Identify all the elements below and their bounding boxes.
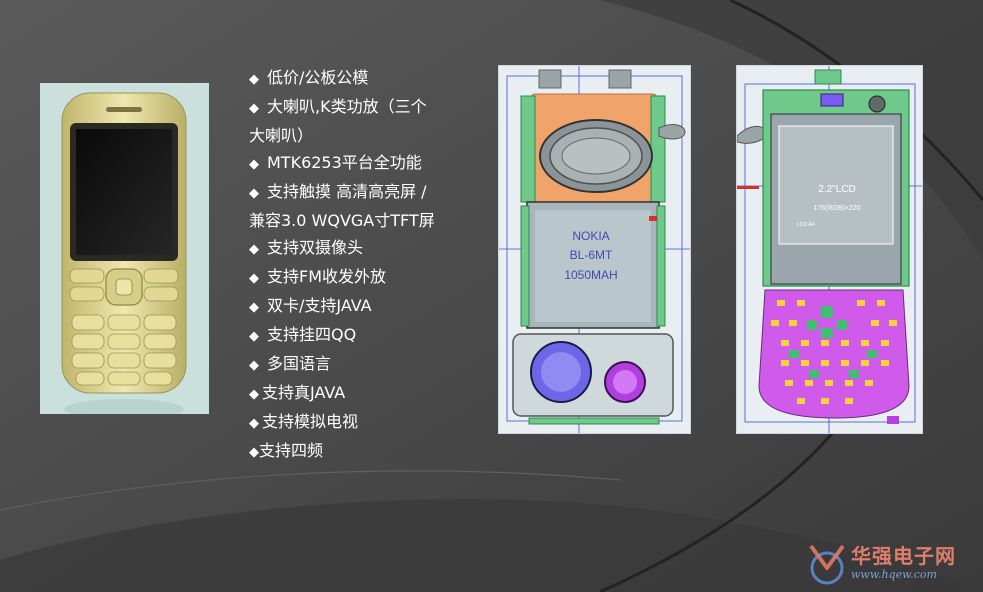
diamond-bullet-icon: ◆ <box>249 101 259 116</box>
feature-item: ◆支持真JAVA <box>249 379 481 408</box>
feature-text: 支持挂四QQ <box>267 325 357 344</box>
feature-text: 兼容3.0 WQVGA寸TFT屏 <box>249 211 435 230</box>
feature-item: ◆支持模拟电视 <box>249 408 481 437</box>
pcb-front-view: NOKIA BL-6MT 1050MAH <box>498 65 691 434</box>
feature-item: ◆ 多国语言 <box>249 350 481 379</box>
watermark-url: www.hqew.com <box>851 568 937 581</box>
diamond-bullet-icon: ◆ <box>249 300 259 315</box>
phone-photo <box>40 83 209 414</box>
feature-item: ◆ 支持双摄像头 <box>249 234 481 263</box>
diamond-bullet-icon: ◆ <box>249 358 259 373</box>
lcd-label-1: 2.2"LCD <box>818 184 855 195</box>
battery-label-1: NOKIA <box>572 229 609 243</box>
diamond-bullet-icon: ◆ <box>249 72 259 87</box>
feature-item: ◆ MTK6253平台全功能 <box>249 149 481 178</box>
pcb-back-view: 2.2"LCD 176(RGB)×220 LCD AA <box>736 65 923 434</box>
watermark-icon <box>809 544 845 585</box>
diamond-bullet-icon: ◆ <box>249 186 259 201</box>
feature-item: ◆ 大喇叭,K类功放（三个大喇叭） <box>249 93 481 149</box>
feature-text: 大喇叭） <box>249 126 314 145</box>
diamond-bullet-icon: ◆ <box>249 416 259 431</box>
diamond-bullet-icon: ◆ <box>249 329 259 344</box>
feature-text: 支持真JAVA <box>262 383 346 402</box>
feature-item: ◆ 双卡/支持JAVA <box>249 292 481 321</box>
feature-text: 支持触摸 高清高亮屏 / <box>267 182 427 201</box>
feature-item: ◆ 支持触摸 高清高亮屏 / 兼容3.0 WQVGA寸TFT屏 <box>249 178 481 234</box>
lcd-label-2: 176(RGB)×220 <box>813 205 860 212</box>
feature-item: ◆ 支持挂四QQ <box>249 321 481 350</box>
diamond-bullet-icon: ◆ <box>249 157 259 172</box>
diamond-bullet-icon: ◆ <box>249 445 259 460</box>
feature-text: 支持四频 <box>259 441 324 460</box>
feature-text: 低价/公板公模 <box>267 68 369 87</box>
feature-item: ◆支持四频 <box>249 437 481 466</box>
feature-text: 支持双摄像头 <box>267 238 364 257</box>
feature-item: ◆ 低价/公板公模 <box>249 64 481 93</box>
watermark-logo: 华强电子网 www.hqew.com <box>805 538 983 592</box>
feature-list: ◆低价/公板公模◆大喇叭,K类功放（三个大喇叭）◆MTK6253平台全功能◆支持… <box>249 64 481 466</box>
diamond-bullet-icon: ◆ <box>249 242 259 257</box>
feature-text: 多国语言 <box>267 354 332 373</box>
battery-label-2: BL-6MT <box>570 248 613 262</box>
feature-text: MTK6253平台全功能 <box>267 153 422 172</box>
feature-text: 支持FM收发外放 <box>267 267 387 286</box>
feature-text: 双卡/支持JAVA <box>267 296 372 315</box>
feature-text: 支持模拟电视 <box>262 412 359 431</box>
diamond-bullet-icon: ◆ <box>249 271 259 286</box>
feature-text: 大喇叭,K类功放（三个 <box>267 97 427 116</box>
battery-label-3: 1050MAH <box>564 268 617 282</box>
diamond-bullet-icon: ◆ <box>249 387 259 402</box>
feature-item: ◆ 支持FM收发外放 <box>249 263 481 292</box>
lcd-label-3: LCD AA <box>797 222 815 228</box>
watermark-name: 华强电子网 <box>851 544 956 568</box>
